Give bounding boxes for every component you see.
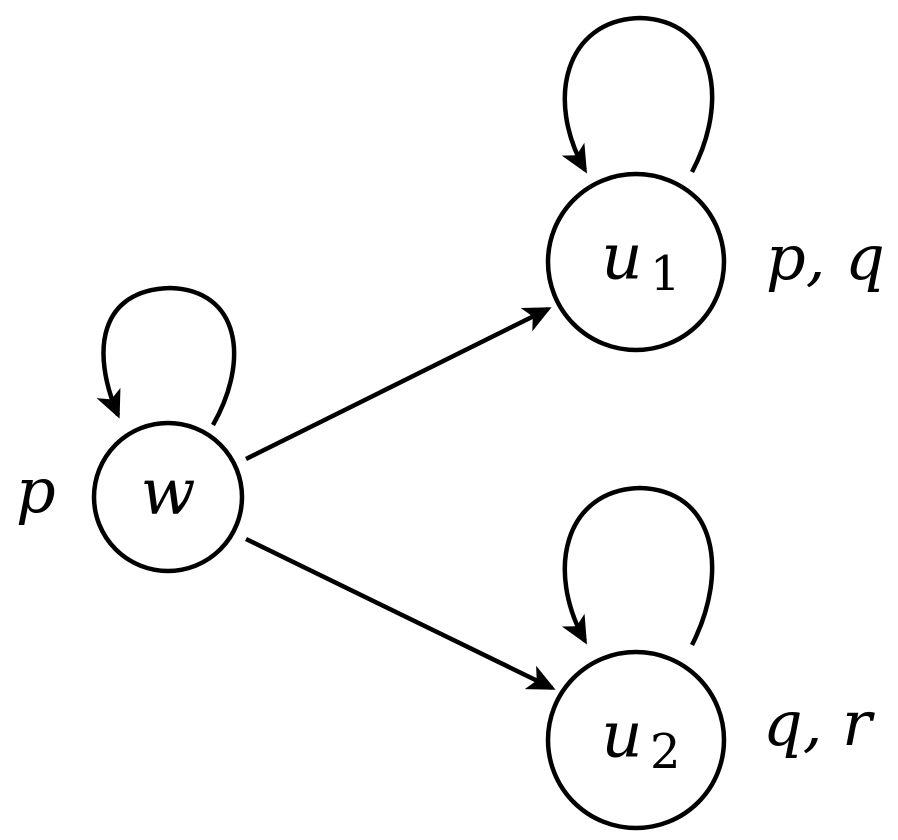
node-u2-subscript: 2 <box>650 724 681 780</box>
node-u1-label: u <box>601 221 642 295</box>
svg-text:u 1: u 1 <box>601 221 680 303</box>
node-u2-label: u <box>601 699 642 773</box>
edge-w-to-u2 <box>245 536 556 691</box>
edge-w-to-u1 <box>244 306 552 462</box>
node-w: w <box>91 420 245 574</box>
node-w-label: w <box>141 456 196 530</box>
props-w: p <box>16 454 56 527</box>
loop-w <box>96 285 237 427</box>
loop-u1 <box>561 15 715 174</box>
node-u1-subscript: 1 <box>650 246 681 302</box>
props-u1: p, q <box>766 221 885 294</box>
svg-text:u 2: u 2 <box>601 699 680 781</box>
props-u2: q, r <box>763 687 875 760</box>
loop-u2 <box>561 485 715 647</box>
node-u1: u 1 <box>545 171 727 353</box>
node-u2: u 2 <box>545 649 727 831</box>
